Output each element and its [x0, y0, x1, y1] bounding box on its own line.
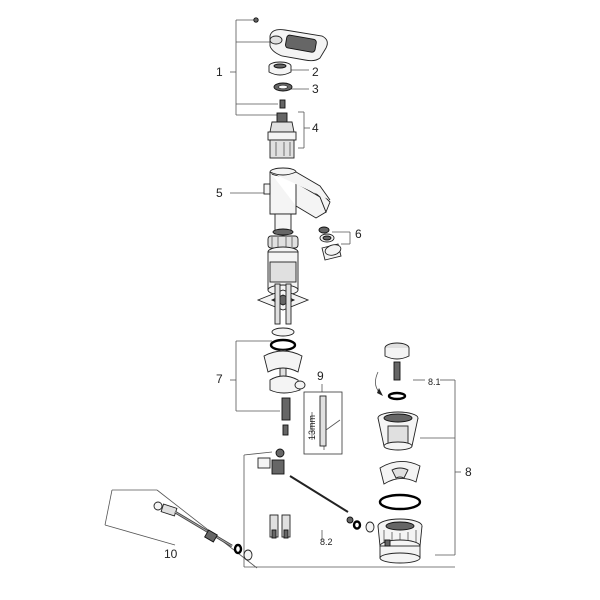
cartridge	[267, 112, 297, 159]
o-ring	[378, 493, 422, 511]
callout-8: 8	[465, 465, 472, 479]
supply-connectors	[269, 514, 291, 539]
threaded-shank	[267, 213, 299, 296]
lever-handle	[253, 17, 328, 62]
leader-lines	[104, 19, 461, 569]
callout-4: 4	[312, 121, 319, 135]
callout-2: 2	[312, 65, 319, 79]
pop-up-plug	[375, 342, 410, 401]
dimension-13mm: 13mm	[307, 415, 317, 440]
callout-8-1: 8.1	[428, 377, 441, 387]
extension-rod: 13mm	[303, 391, 343, 455]
pull-rod-assembly	[257, 448, 375, 533]
waste-body	[377, 411, 419, 451]
mounting-set	[263, 327, 306, 436]
screw	[279, 99, 286, 109]
callout-7: 7	[216, 372, 223, 386]
callout-8-2: 8.2	[320, 537, 333, 547]
waste-nut	[377, 518, 423, 564]
callout-6: 6	[355, 227, 362, 241]
callout-5: 5	[216, 186, 223, 200]
callout-9: 9	[317, 369, 324, 383]
callout-3: 3	[312, 82, 319, 96]
aerator	[318, 226, 342, 261]
callout-10: 10	[164, 547, 178, 561]
washer	[273, 82, 293, 92]
gasket-wedge	[379, 461, 421, 485]
spout-body	[263, 167, 331, 219]
base-plate	[256, 283, 310, 325]
flexible-hose	[153, 501, 253, 561]
callout-1: 1	[216, 65, 223, 79]
cap-ring	[268, 61, 292, 76]
